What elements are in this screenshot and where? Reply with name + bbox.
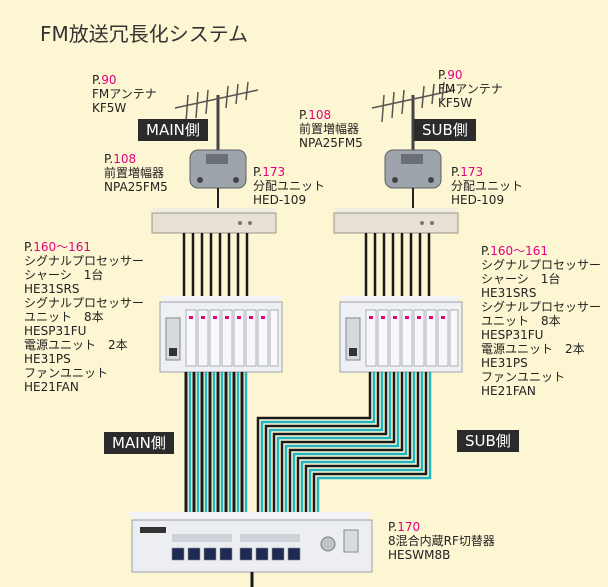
- sub-side-tag-mid: SUB側: [457, 430, 519, 452]
- page-ref-number: 173: [262, 165, 286, 179]
- label-line: HE21FAN: [24, 380, 79, 394]
- page-ref-prefix: P.: [438, 68, 448, 82]
- label-line: HESP31FU: [481, 328, 544, 342]
- main-splitter-icon: [151, 208, 277, 234]
- page-ref-prefix: P.: [92, 73, 102, 87]
- label-line: KF5W: [92, 101, 127, 115]
- sub-processor-label: P.160～161 シグナルプロセッサー シャーシ 1台 HE31SRS シグナ…: [481, 244, 601, 398]
- label-line: HE31SRS: [481, 286, 537, 300]
- page-ref-number: 160～161: [33, 240, 91, 254]
- main-rf-cables: [184, 372, 248, 512]
- sub-splitter-label: P.173 分配ユニット HED-109: [451, 165, 523, 207]
- label-line: シャーシ 1台: [24, 268, 104, 282]
- sub-processor-icon: [339, 296, 463, 373]
- label-line: 電源ユニット 2本: [481, 342, 585, 356]
- label-line: HE21FAN: [481, 384, 536, 398]
- page-ref-prefix: P.: [299, 108, 309, 122]
- page-ref-prefix: P.: [24, 240, 34, 254]
- main-preamp-label: P.108 前置増幅器 NPA25FM5: [104, 152, 168, 194]
- label-line: HE31SRS: [24, 282, 80, 296]
- label-line: FMアンテナ: [438, 82, 503, 96]
- label-line: ユニット 8本: [481, 314, 561, 328]
- label-line: NPA25FM5: [299, 136, 363, 150]
- main-side-tag-mid: MAIN側: [104, 432, 174, 454]
- main-preamp-icon: [189, 149, 247, 208]
- page-ref-number: 108: [308, 108, 332, 122]
- label-line: 分配ユニット: [253, 179, 326, 193]
- label-line: NPA25FM5: [104, 180, 168, 194]
- label-line: HED-109: [451, 193, 505, 207]
- main-processor-label: P.160～161 シグナルプロセッサー シャーシ 1台 HE31SRS シグナ…: [24, 240, 144, 394]
- page-ref-prefix: P.: [451, 165, 461, 179]
- label-line: HESWM8B: [388, 548, 451, 562]
- page-ref-prefix: P.: [481, 244, 491, 258]
- sub-side-tag-top: SUB側: [414, 119, 476, 141]
- label-line: シグナルプロセッサー: [24, 296, 145, 310]
- label-line: 分配ユニット: [451, 179, 524, 193]
- main-processor-icon: [159, 296, 283, 373]
- label-line: HED-109: [253, 193, 307, 207]
- sub-preamp-icon: [384, 149, 442, 208]
- label-line: ファンユニット: [481, 370, 566, 384]
- label-line: 前置増幅器: [299, 122, 360, 136]
- label-line: シグナルプロセッサー: [481, 258, 602, 272]
- label-line: FMアンテナ: [92, 87, 157, 101]
- page-title: FM放送冗長化システム: [40, 22, 249, 46]
- sub-preamp-label: P.108 前置増幅器 NPA25FM5: [299, 108, 363, 150]
- main-splitter-label: P.173 分配ユニット HED-109: [253, 165, 325, 207]
- page-ref-number: 170: [397, 520, 421, 534]
- sub-antenna-label: P.90 FMアンテナ KF5W: [438, 68, 503, 110]
- label-line: シグナルプロセッサー: [481, 300, 602, 314]
- sub-splitter-cables: [364, 233, 431, 300]
- rf-switch-label: P.170 8混合内蔵RF切替器 HESWM8B: [388, 520, 495, 562]
- page-ref-prefix: P.: [388, 520, 398, 534]
- label-line: HE31PS: [24, 352, 71, 366]
- page-ref-prefix: P.: [253, 165, 263, 179]
- page-ref-number: 108: [113, 152, 137, 166]
- main-side-tag-top: MAIN側: [138, 119, 208, 141]
- page-ref-number: 90: [101, 73, 117, 87]
- sub-rf-cables: [256, 372, 432, 512]
- label-line: KF5W: [438, 96, 473, 110]
- label-line: HESP31FU: [24, 324, 87, 338]
- label-line: 電源ユニット 2本: [24, 338, 128, 352]
- sub-splitter-icon: [333, 208, 459, 234]
- main-antenna-label: P.90 FMアンテナ KF5W: [92, 73, 157, 115]
- rf-switch-icon: [128, 512, 373, 587]
- label-line: シグナルプロセッサー: [24, 254, 145, 268]
- sub-antenna-icon: [371, 81, 456, 150]
- label-line: ファンユニット: [24, 366, 109, 380]
- page-ref-number: 90: [447, 68, 463, 82]
- label-line: ユニット 8本: [24, 310, 104, 324]
- label-line: 8混合内蔵RF切替器: [388, 534, 495, 548]
- page-ref-number: 160～161: [490, 244, 548, 258]
- main-splitter-cables: [182, 233, 249, 300]
- page-ref-number: 173: [460, 165, 484, 179]
- page-ref-prefix: P.: [104, 152, 114, 166]
- label-line: HE31PS: [481, 356, 528, 370]
- main-antenna-icon: [174, 81, 259, 150]
- label-line: シャーシ 1台: [481, 272, 561, 286]
- label-line: 前置増幅器: [104, 166, 165, 180]
